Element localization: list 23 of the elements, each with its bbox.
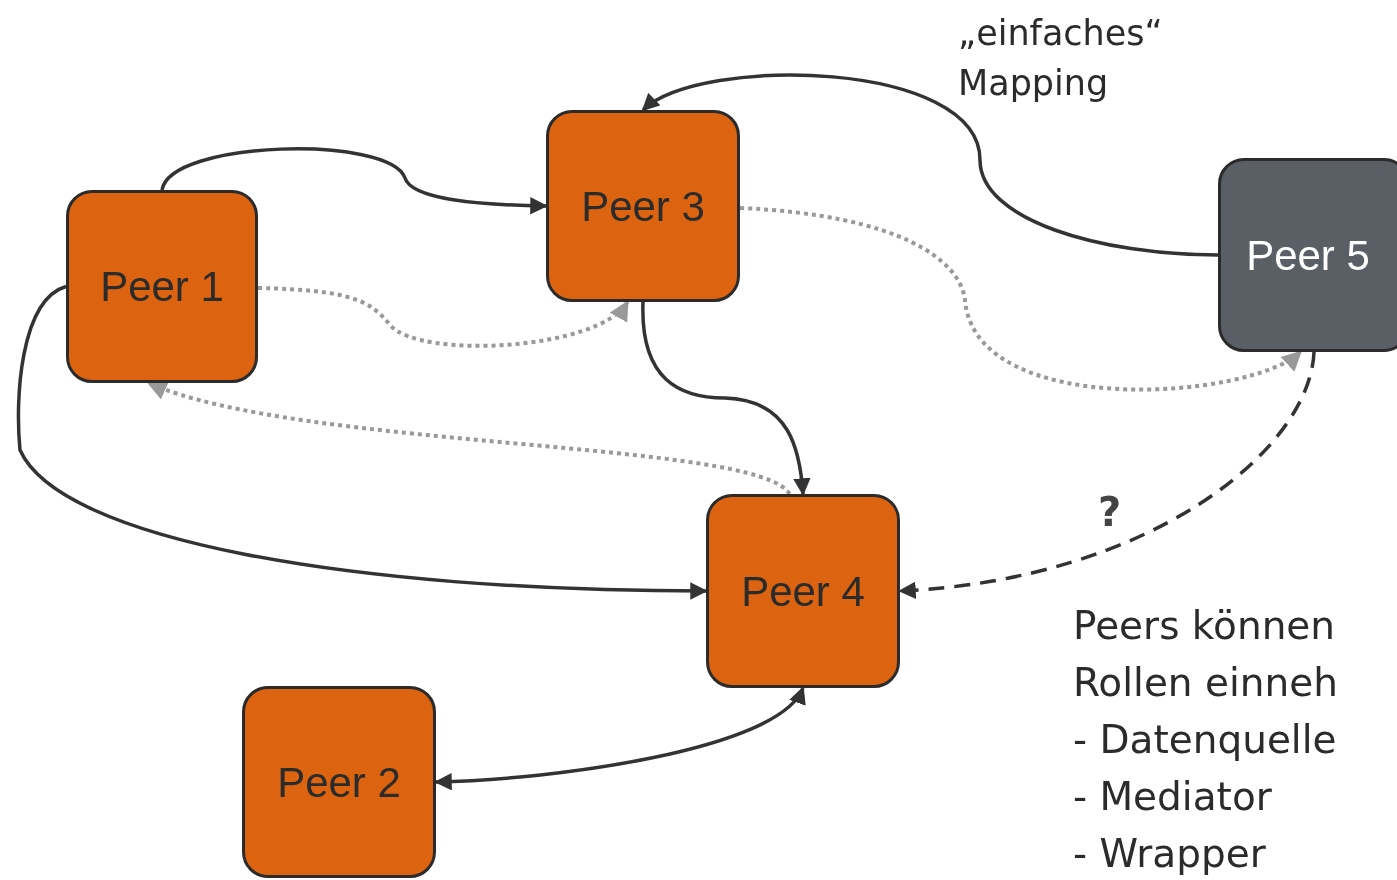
arrow xyxy=(160,147,548,215)
node-label: Peer 2 xyxy=(277,757,401,808)
peer-box xyxy=(242,686,436,878)
arrow xyxy=(257,286,629,348)
node-label: Peer 1 xyxy=(100,262,224,312)
peer-box xyxy=(66,190,258,383)
note-text: - Mediator xyxy=(1073,773,1273,821)
arrow xyxy=(739,206,1303,392)
arrow xyxy=(641,302,811,496)
arrow xyxy=(434,686,805,791)
node-label: Peer 3 xyxy=(581,181,705,232)
node-label: Peer 5 xyxy=(1246,230,1371,281)
peer-box xyxy=(706,494,900,688)
note-text: - Datenquelle xyxy=(1073,716,1338,764)
note-text: - Wrapper xyxy=(1073,830,1267,878)
note-text: Peers können xyxy=(1073,602,1337,650)
arrow xyxy=(16,284,708,600)
node-label: Peer 4 xyxy=(741,566,865,617)
peer-box xyxy=(546,110,740,302)
note-text: Rollen einneh xyxy=(1073,659,1338,707)
arrow xyxy=(641,73,1219,257)
arrow xyxy=(898,351,1316,599)
peer-box xyxy=(1218,158,1397,352)
